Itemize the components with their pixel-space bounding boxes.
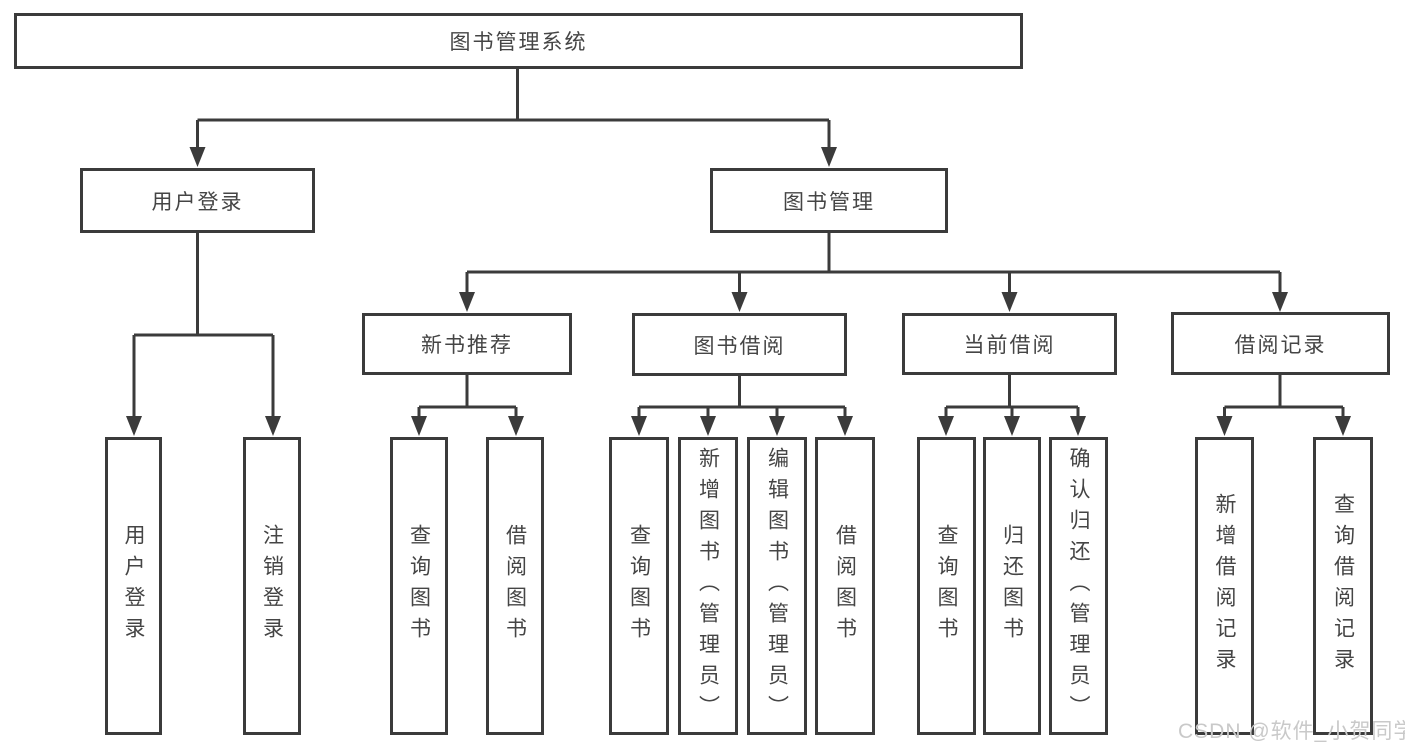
leaf-borrow-book-recommend: 借阅图书 <box>486 437 544 735</box>
node-root: 图书管理系统 <box>14 13 1023 69</box>
connector-root-to-level2 <box>196 69 831 150</box>
leaf-confirm-return-admin: 确认归还（管理员） <box>1049 437 1108 735</box>
node-current-borrow: 当前借阅 <box>902 313 1117 375</box>
connector-bookmgmt-to-level3 <box>465 233 1282 295</box>
leaf-logout: 注销登录 <box>243 437 301 735</box>
node-user-login: 用户登录 <box>80 168 315 233</box>
node-borrow-record: 借阅记录 <box>1171 312 1390 375</box>
leaf-query-book-current: 查询图书 <box>917 437 976 735</box>
connector-userlogin-to-leaves <box>132 233 275 419</box>
arrowheads <box>126 147 1351 436</box>
connector-currentborrow-to-leaves <box>944 375 1080 419</box>
connector-borrowrecord-to-leaves <box>1223 375 1345 419</box>
leaf-add-borrow-record: 新增借阅记录 <box>1195 437 1254 735</box>
connector-newbookrec-to-leaves <box>417 375 518 419</box>
node-book-borrow: 图书借阅 <box>632 313 847 376</box>
leaf-query-book-recommend: 查询图书 <box>390 437 448 735</box>
csdn-watermark: CSDN @软件_小贺同学 <box>1178 720 1405 743</box>
node-new-book-recommend: 新书推荐 <box>362 313 572 375</box>
leaf-query-borrow-record: 查询借阅记录 <box>1313 437 1373 735</box>
leaf-query-book-borrow: 查询图书 <box>609 437 669 735</box>
node-book-management: 图书管理 <box>710 168 948 233</box>
leaf-edit-book-admin: 编辑图书（管理员） <box>747 437 807 735</box>
leaf-add-book-admin: 新增图书（管理员） <box>678 437 738 735</box>
leaf-return-book: 归还图书 <box>983 437 1041 735</box>
connector-bookborrow-to-leaves <box>637 376 847 419</box>
leaf-user-login: 用户登录 <box>105 437 162 735</box>
leaf-borrow-book: 借阅图书 <box>815 437 875 735</box>
